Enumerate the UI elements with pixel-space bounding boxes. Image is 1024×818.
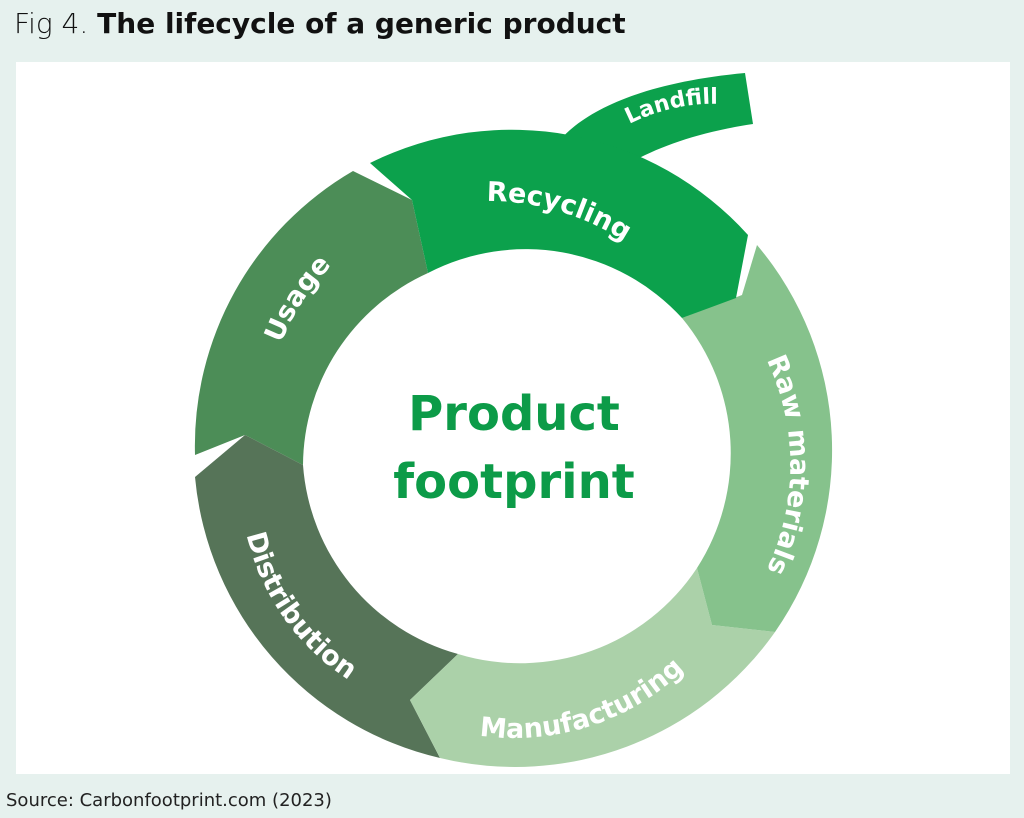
figure-number: Fig 4. xyxy=(14,7,89,40)
ring-segment-distribution xyxy=(195,435,458,758)
diagram-panel: Product footprint Recycling Raw material… xyxy=(16,62,1010,774)
landfill-arrow xyxy=(560,73,753,163)
center-label-line1: Product xyxy=(408,386,620,442)
ring-segment-manufacturing xyxy=(410,568,775,767)
figure-title: Fig 4. The lifecycle of a generic produc… xyxy=(14,4,626,44)
ring-segment-raw-materials xyxy=(682,245,833,632)
figure-heading: The lifecycle of a generic product xyxy=(97,7,626,40)
lifecycle-diagram: Product footprint Recycling Raw material… xyxy=(194,73,833,767)
ring-segment-recycling xyxy=(370,129,748,318)
source-note: Source: Carbonfootprint.com (2023) xyxy=(6,790,332,811)
ring-segment-usage xyxy=(194,171,428,465)
center-label-line2: footprint xyxy=(393,454,634,510)
